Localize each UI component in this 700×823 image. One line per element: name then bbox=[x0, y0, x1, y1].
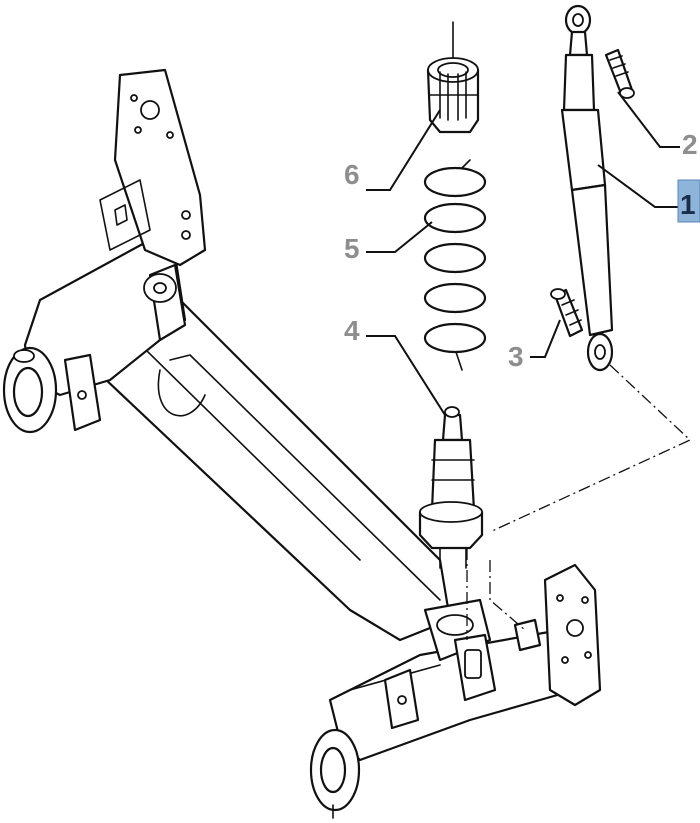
shock-absorber-part bbox=[560, 4, 614, 372]
callout-1-label: 1 bbox=[680, 189, 696, 220]
callout-3[interactable]: 3 bbox=[508, 341, 524, 372]
callout-5[interactable]: 5 bbox=[344, 233, 360, 264]
callout-1[interactable]: 1 bbox=[677, 179, 700, 223]
rear-axle-beam bbox=[2, 68, 602, 819]
callout-2-label: 2 bbox=[682, 129, 698, 160]
callout-4[interactable]: 4 bbox=[344, 315, 360, 346]
spring-seat-part bbox=[426, 21, 480, 134]
lower-bolt-part bbox=[550, 288, 584, 338]
callout-5-label: 5 bbox=[344, 233, 360, 264]
callout-1-highlight bbox=[677, 179, 700, 223]
assembly-lines bbox=[466, 364, 692, 640]
coil-spring-part bbox=[423, 159, 487, 371]
callout-2[interactable]: 2 bbox=[682, 129, 698, 160]
callout-3-label: 3 bbox=[508, 341, 524, 372]
callout-6-label: 6 bbox=[344, 159, 360, 190]
upper-bolt-part bbox=[604, 48, 635, 99]
leader-lines bbox=[366, 91, 680, 416]
bump-stop-part bbox=[418, 406, 484, 569]
callout-4-label: 4 bbox=[344, 315, 360, 346]
callout-6[interactable]: 6 bbox=[344, 159, 360, 190]
